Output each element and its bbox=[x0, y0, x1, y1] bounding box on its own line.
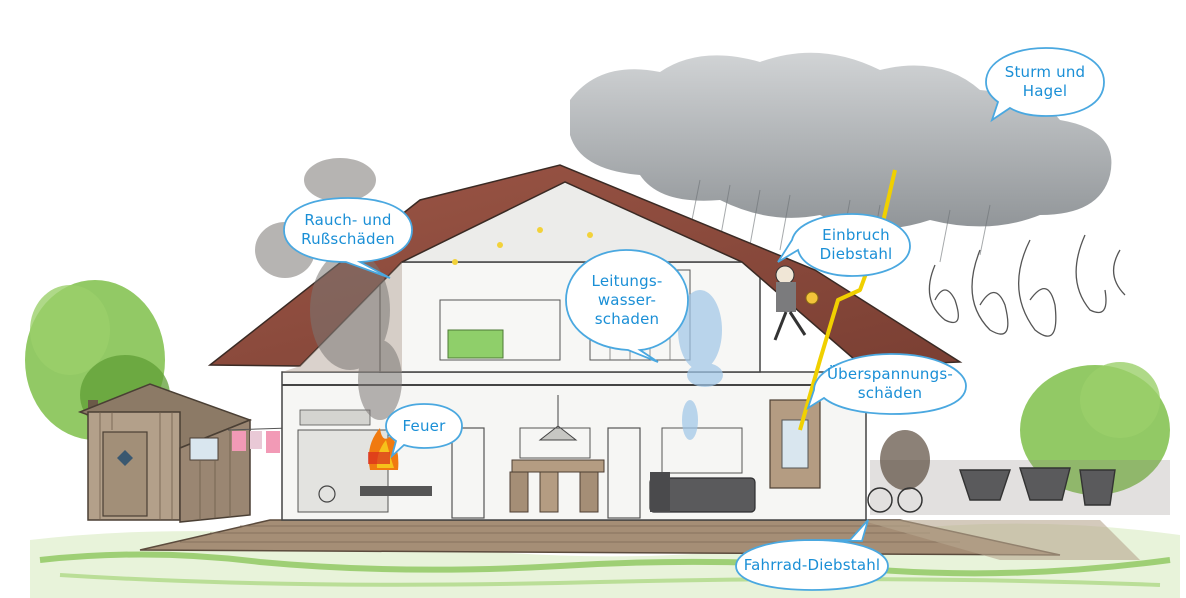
label-rauch-und-russschaeden: Rauch- und Rußschäden bbox=[301, 211, 395, 248]
wooden-deck bbox=[139, 519, 1140, 560]
burglar bbox=[773, 265, 819, 341]
label-ueberspannungsschaeden: Überspannungs- schäden bbox=[826, 365, 953, 402]
bubble-shape-rauch bbox=[283, 197, 413, 279]
bubble-shape-ueberspannung bbox=[806, 353, 967, 415]
water-leak bbox=[678, 290, 723, 440]
fire bbox=[368, 428, 399, 470]
garden-shed bbox=[77, 383, 253, 523]
label-einbruch-diebstahl: Einbruch Diebstahl bbox=[819, 226, 893, 263]
bubble-shape-leitung bbox=[565, 249, 689, 363]
speech-bubbles bbox=[283, 47, 1105, 591]
label-sturm-und-hagel: Sturm und Hagel bbox=[1004, 63, 1086, 100]
label-leitungswasserschaden: Leitungs- wasser- schaden bbox=[591, 271, 663, 328]
bubble-shape-feuer bbox=[385, 403, 463, 459]
bubble-shape-einbruch bbox=[777, 213, 911, 277]
wind-swirls bbox=[928, 234, 1126, 337]
smoke bbox=[255, 158, 402, 420]
bubble-shape-sturm bbox=[985, 47, 1105, 123]
label-feuer: Feuer bbox=[402, 416, 446, 435]
label-fahrrad-diebstahl: Fahrrad-Diebstahl bbox=[743, 555, 881, 574]
right-garden bbox=[867, 362, 1170, 515]
bubble-shape-fahrrad bbox=[735, 519, 889, 591]
laundry-line bbox=[227, 427, 291, 453]
